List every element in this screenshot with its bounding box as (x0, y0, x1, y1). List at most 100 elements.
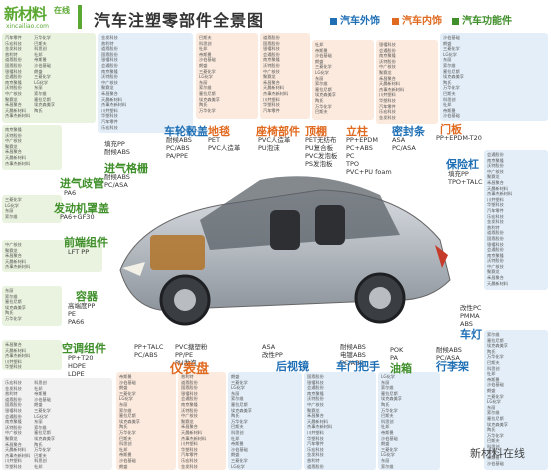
mat-wheel-cover-1: PC/ABS (166, 144, 190, 152)
mat-ac-1: HDPE (68, 362, 86, 370)
mat-pillar-1: PC+ABS (346, 144, 373, 152)
brand-name: 国恩股份 (181, 385, 198, 391)
brand-name: 埃克森美孚 (34, 435, 56, 441)
brand-name: 帝斯曼 (381, 429, 394, 435)
brand-name: 普利特 (307, 457, 320, 463)
label-luggage: 行李架 (436, 360, 469, 373)
brand-name: 会通股份 (379, 47, 396, 53)
brand-name: 聚赛龙 (379, 69, 392, 75)
brand-name: 汽车零件 (379, 103, 396, 109)
brand-name: 沙伯基础 (34, 62, 51, 68)
brand-name: 索尔维 (119, 407, 132, 413)
brand-name: 埃克森美孚 (231, 407, 252, 413)
brand-name: 南京聚隆 (5, 79, 22, 85)
label-fuel: 油箱 (390, 362, 412, 375)
brand-name: 天晨新材料 (307, 418, 328, 424)
brand-name: 陶氏 (487, 427, 496, 433)
label-seat: 座椅部件 (256, 125, 300, 138)
brand-name: 杰事杰新材料 (181, 435, 207, 441)
brand-name: 沃特股份 (181, 407, 198, 413)
brand-name: LG化学 (381, 452, 395, 458)
mat-dash-left-0: PP+TALC (134, 343, 164, 351)
brand-name: 中广核技 (5, 90, 22, 96)
brand-name: 天晨新材料 (5, 258, 26, 264)
brand-name: 科思创 (119, 441, 132, 447)
label-roof: 顶棚 (305, 125, 327, 138)
brand-name: 禾昌聚合 (5, 441, 22, 447)
brand-name: 中广核技 (379, 64, 396, 70)
brand-name: 塞拉尼斯 (487, 415, 504, 421)
brand-name: 沃特股份 (263, 62, 280, 68)
brand-name: 沙伯基础 (487, 460, 504, 466)
brand-name: 华塑科技 (307, 435, 324, 441)
brand-list-g: 银禧科技会通股份南京聚隆沃特股份中广核技聚赛龙禾昌聚合天晨新材料杰事杰新材料川井… (379, 42, 404, 120)
brand-box-top-1: 金发科技普利特道恩股份国恩股份银禧科技会通股份南京聚隆沃特股份中广核技聚赛龙禾昌… (98, 33, 193, 133)
brand-name: 中广核技 (487, 263, 504, 269)
brand-name: 国恩股份 (5, 62, 22, 68)
mat-pillar-3: TPO (346, 160, 360, 168)
brand-name: 帝斯曼 (34, 57, 47, 63)
brand-name: 索尔维 (231, 396, 244, 402)
brand-list-m: 禾昌聚合天晨新材料杰事杰新材料川井塑料华塑科技 (5, 342, 30, 370)
brand-name: 禾昌聚合 (263, 79, 280, 85)
brand-name: LG化学 (443, 51, 457, 57)
legend-swatch-exterior (330, 17, 337, 25)
brand-name: 天晨新材料 (5, 107, 26, 113)
brand-name: 金发科技 (5, 46, 22, 52)
brand-name: 科思创 (381, 418, 394, 424)
mat-seat-1: PU泡沫 (258, 144, 280, 152)
brand-name: 万华化学 (231, 418, 248, 424)
brand-name: 中广核技 (263, 68, 280, 74)
brand-name: 金发科技 (101, 35, 118, 40)
brand-name: 天晨新材料 (263, 85, 284, 91)
brand-name: 埃克森美孚 (119, 418, 140, 424)
mat-front-module-0: LFT PP (68, 248, 90, 256)
brand-name: 帝斯曼 (34, 391, 47, 397)
brand-name: 金发科技 (5, 385, 22, 391)
brand-name: 科思创 (443, 96, 456, 102)
mat-ac-2: LDPE (68, 370, 85, 378)
brand-box-top-3: 道恩股份国恩股份银禧科技会通股份南京聚隆沃特股份中广核技聚赛龙禾昌聚合天晨新材料… (260, 33, 310, 119)
brand-name: 东丽 (315, 75, 324, 81)
wheel-rear-hub (369, 287, 391, 309)
brand-name: 普利特 (5, 391, 18, 397)
brand-name: 帝斯曼 (231, 441, 244, 447)
brand-name: 塞拉尼斯 (443, 68, 460, 74)
legend-label-exterior: 汽车外饰 (340, 16, 380, 27)
brand-name: 普利特 (487, 224, 500, 230)
brand-name: 东丽 (381, 379, 390, 385)
mat-door-handle-0: 耐候ABS (340, 343, 366, 351)
brand-name: 东丽 (443, 57, 452, 63)
brand-name: 普利特 (181, 374, 194, 379)
brand-name: 南京聚隆 (487, 157, 504, 163)
brand-name: 金发科技 (307, 452, 324, 458)
brand-name: 杜邦 (231, 435, 240, 441)
label-seal: 密封条 (392, 125, 425, 138)
brand-name: 中广核技 (181, 413, 198, 419)
brand-name: 索尔维 (5, 293, 18, 299)
mat-container-1: PE (68, 310, 77, 318)
footer-watermark: 新材料在线 (470, 447, 525, 460)
mat-bumper-1: TPO+TALC (448, 178, 483, 186)
brand-name: 银禧科技 (487, 241, 504, 247)
brand-name: 帝斯曼 (487, 376, 500, 382)
brand-name: 沙伯基础 (231, 446, 248, 452)
brand-name: 禾昌聚合 (5, 253, 22, 259)
brand-name: 万华化学 (381, 407, 398, 413)
brand-name: 银禧科技 (5, 68, 22, 74)
brand-name: 朗盛 (34, 68, 43, 74)
brand-name: 南京聚隆 (379, 53, 396, 59)
mat-seal-1: PC/ASA (392, 144, 416, 152)
brand-name: 道恩股份 (5, 57, 22, 63)
brand-name: 道恩股份 (263, 35, 280, 40)
label-bumper: 保险杠 (446, 158, 479, 171)
brand-name: 会通股份 (181, 396, 198, 402)
